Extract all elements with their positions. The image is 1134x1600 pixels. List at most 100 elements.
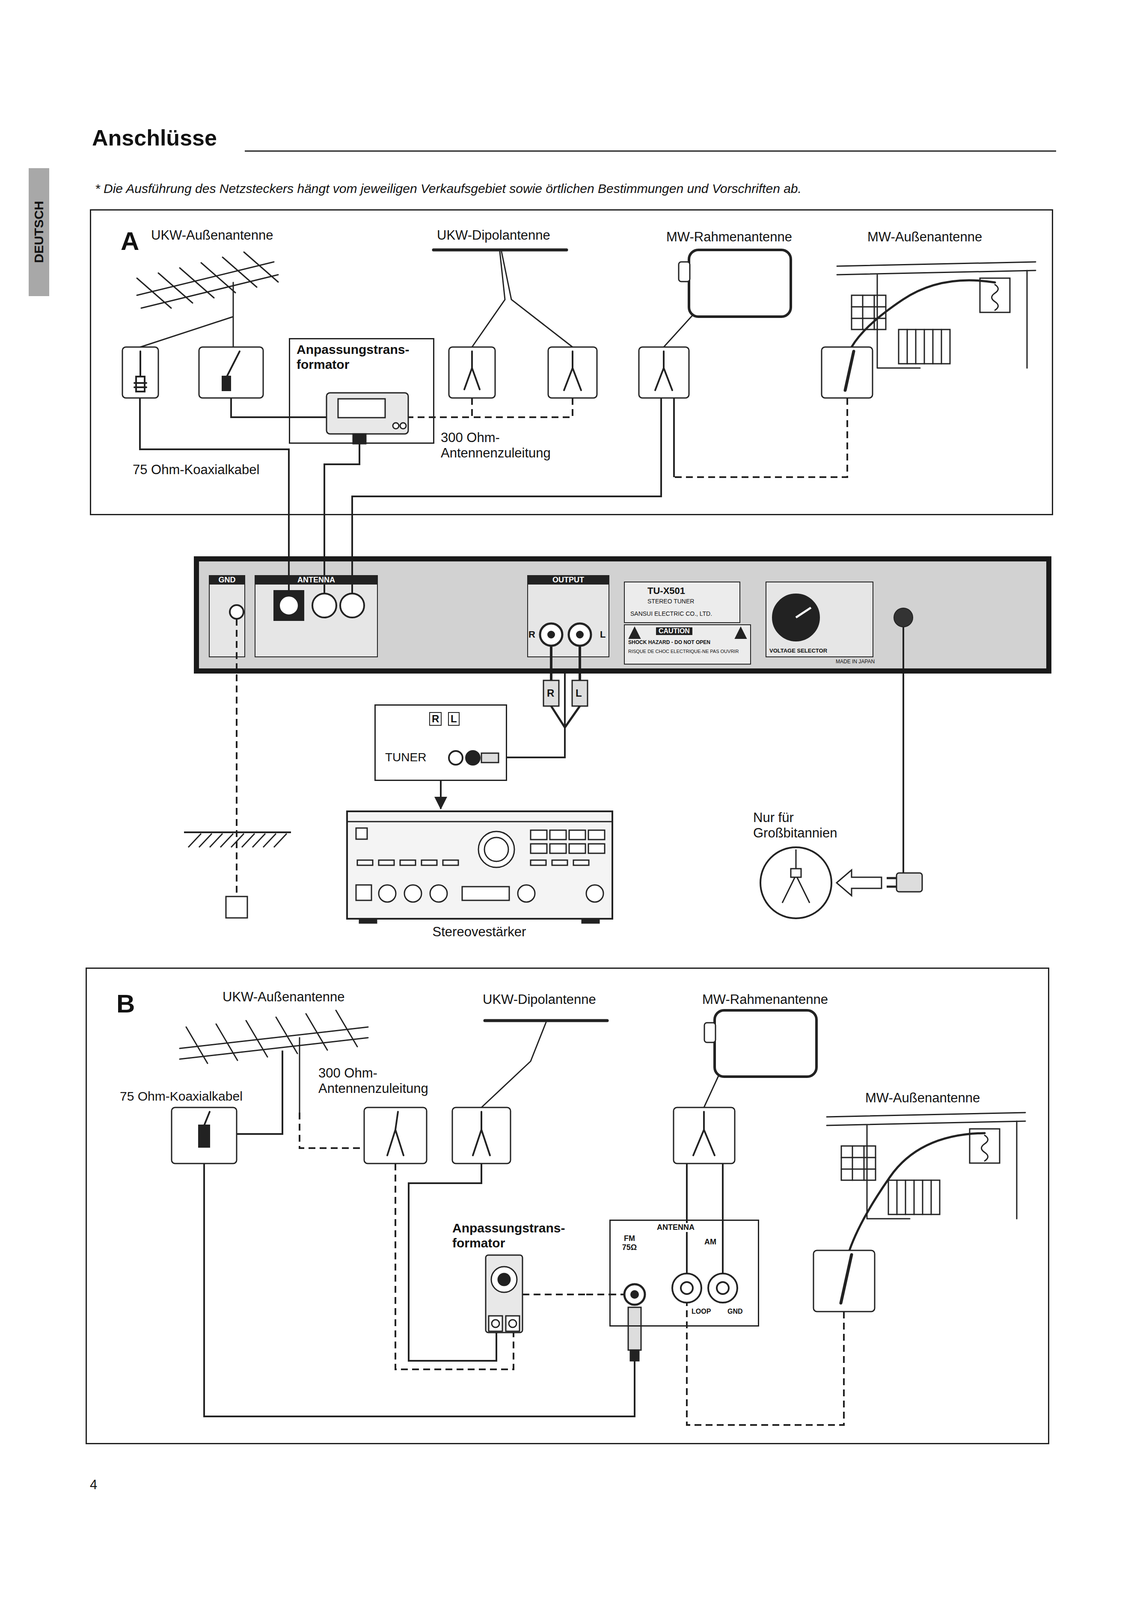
- node-text: R: [429, 712, 442, 726]
- tuner-rear-panel: [279, 596, 299, 615]
- node-text: L: [599, 629, 606, 640]
- dashed-wires: [235, 618, 238, 897]
- node-text: TU-X501: [647, 585, 686, 597]
- node-text: L: [448, 712, 460, 726]
- text-label: L: [575, 687, 582, 700]
- node-text: Stereovestärker: [342, 924, 617, 940]
- tuner-rear-panel: [735, 627, 747, 639]
- detail-boxes: [448, 347, 496, 398]
- node-text: Anpassungstrans- formator: [452, 1220, 581, 1251]
- antenna-illustrations: [704, 1022, 716, 1043]
- antenna-illustrations: [136, 249, 1036, 1251]
- connector-glyphs: [222, 376, 231, 391]
- connector-glyphs: [198, 1125, 210, 1147]
- amplifier-drawing: [549, 830, 567, 840]
- mains-plug: [760, 847, 832, 919]
- matching-transformer: [485, 1255, 523, 1333]
- antenna-illustrations: [896, 1180, 932, 1215]
- ground-symbol: [184, 832, 291, 918]
- cable-wires: [408, 1163, 497, 1361]
- connector: [439, 780, 442, 809]
- antenna-illustrations: [484, 1019, 608, 1023]
- cable-wires: [139, 397, 289, 596]
- matching-transformer: [508, 1319, 517, 1328]
- detail-boxes: [364, 1107, 427, 1164]
- connector-glyphs: [464, 351, 480, 390]
- amplifier-drawing: [530, 843, 547, 854]
- antenna-illustrations: [907, 329, 942, 364]
- text-label: 75 Ohm-Koaxialkabel: [119, 1089, 243, 1105]
- ground-symbol: [225, 896, 248, 918]
- detail-boxes: [548, 347, 597, 398]
- antenna-illustrations: [826, 1112, 1026, 1219]
- tuner-rear-panel: [209, 575, 245, 657]
- amplifier-drawing: [462, 886, 510, 901]
- node-text: ANTENNA: [655, 1223, 696, 1232]
- antenna-illustrations: [136, 252, 279, 309]
- tuner-rear-panel: [340, 593, 365, 618]
- antenna-illustrations: [851, 280, 995, 348]
- antenna-illustrations: [433, 248, 567, 252]
- antenna-illustrations: [481, 1022, 547, 1108]
- amplifier-drawing: [356, 884, 372, 901]
- cable-wires: [352, 397, 662, 594]
- node-text: AM: [704, 1237, 717, 1247]
- node-text: GND: [727, 1307, 743, 1316]
- cable-wires: [673, 397, 675, 478]
- antenna-illustrations: [714, 1010, 817, 1077]
- antenna-illustrations: [851, 295, 886, 330]
- text-label: MW-Außenantenne: [867, 229, 983, 245]
- amplifier-drawing: [430, 884, 448, 903]
- language-tab: [28, 168, 50, 297]
- connector-glyphs: [472, 1111, 490, 1156]
- cable-wires: [721, 1163, 724, 1274]
- detail-boxes: [452, 1107, 511, 1164]
- mains-plug: [886, 878, 897, 887]
- antenna-illustrations: [472, 251, 573, 348]
- text-label: UKW-Außenantenne: [151, 227, 274, 244]
- transformer-box: Anpassungstrans- formator: [449, 1217, 587, 1346]
- antenna-illustrations: [841, 1145, 876, 1181]
- terminal-box: ANTENNA FM 75Ω AM LOOP GND: [609, 1219, 760, 1327]
- cable-wires: [204, 1163, 635, 1417]
- amplifier-drawing: [378, 884, 396, 903]
- cable-wires: [139, 397, 723, 1417]
- amplifier-drawing: [573, 860, 589, 866]
- tuner-rear-panel: [629, 627, 641, 639]
- amplifier-drawing: [530, 860, 547, 866]
- rca-cable: [448, 751, 463, 765]
- cable-wires: [236, 1050, 283, 1134]
- detail-boxes: [198, 347, 264, 398]
- tuner-rear-panel: [624, 624, 751, 665]
- matching-transformer: [338, 398, 386, 418]
- text-label: R: [546, 687, 555, 700]
- rca-cable: [481, 753, 499, 763]
- detail-boxes: [821, 347, 873, 398]
- antenna-illustrations: [851, 295, 886, 330]
- mains-plug: [782, 849, 810, 903]
- connector-glyphs: [564, 351, 582, 391]
- node-text: FM 75Ω: [618, 1234, 641, 1252]
- mains-plug: [902, 626, 905, 873]
- antenna-illustrations: [826, 1112, 1026, 1219]
- node-text: RISQUE DE CHOC ELECTRIQUE-NE PAS OUVRIR: [628, 648, 739, 655]
- amplifier-drawing: [442, 860, 459, 866]
- matching-transformer: [491, 1319, 500, 1328]
- tuner-rear-panel: [540, 623, 563, 646]
- antenna-illustrations: [140, 282, 234, 348]
- node-text: LOOP: [691, 1307, 711, 1316]
- antenna-illustrations: [888, 1180, 940, 1215]
- tuner-rear-panel: [255, 575, 378, 657]
- node-text: STEREO TUNER: [647, 597, 695, 605]
- mains-plug: [896, 872, 923, 892]
- amplifier-drawing: [569, 830, 586, 840]
- antenna-illustrations: [688, 249, 791, 317]
- dashed-wires: [673, 397, 848, 478]
- panel-frame: AAnpassungstrans- formator: [89, 209, 1054, 516]
- amplifier-drawing: [400, 860, 416, 866]
- matching-transformer: [353, 433, 366, 444]
- amplifier-drawing: [404, 884, 422, 903]
- node-text: Anpassungstrans- formator: [296, 342, 425, 372]
- node-text: SHOCK HAZARD - DO NOT OPEN: [628, 639, 711, 646]
- matching-transformer: [498, 1273, 511, 1286]
